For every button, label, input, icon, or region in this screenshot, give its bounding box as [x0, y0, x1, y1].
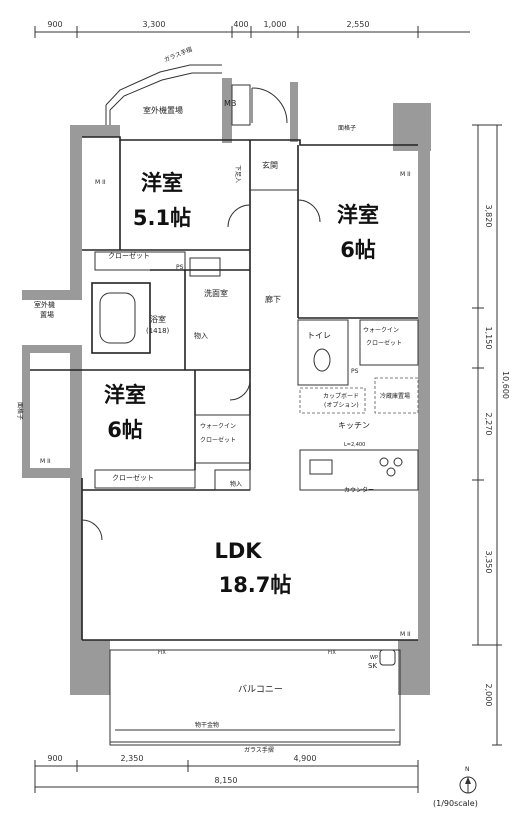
- label-cupboard-opt: (オプション): [324, 402, 359, 409]
- bottom-dimensions: 900 2,350 4,900 8,150: [34, 754, 419, 793]
- dim-right-1: 3,820: [484, 205, 493, 228]
- label-storage: 物入: [194, 331, 208, 340]
- label-outdoor-unit-left: 室外機: [34, 300, 55, 309]
- dim-right-2: 1,150: [484, 327, 493, 350]
- dim-right-3: 2,270: [484, 413, 493, 436]
- label-sk: SK: [368, 662, 377, 670]
- label-mb: MB: [224, 99, 236, 108]
- label-washroom: 洗面室: [204, 288, 228, 298]
- dim-bottom-2: 2,350: [121, 754, 144, 763]
- walls: [22, 78, 431, 695]
- label-walkin-1b: クローゼット: [200, 436, 236, 444]
- dim-right-5: 2,000: [484, 684, 493, 707]
- label-entrance: 玄関: [262, 160, 278, 170]
- label-mh-2: M II: [400, 171, 411, 178]
- label-corridor: 廊下: [265, 294, 281, 304]
- fixtures: [81, 199, 403, 666]
- label-bath-size: (1418): [146, 327, 170, 335]
- bedroom1-name: 洋室: [141, 171, 183, 195]
- label-kitchen: キッチン: [338, 421, 370, 430]
- ldk-name: LDK: [214, 539, 262, 563]
- label-cupboard: カップボード: [323, 392, 359, 400]
- dim-bottom-3: 4,900: [294, 754, 317, 763]
- bedroom2-name: 洋室: [337, 203, 379, 227]
- dim-right-4: 3,350: [484, 551, 493, 574]
- label-glass-rail-top: ガラス手摺: [163, 45, 194, 64]
- label-drying-hardware: 物干金物: [195, 721, 219, 729]
- interior-walls: [30, 136, 419, 746]
- label-face-lattice-top: 面格子: [338, 124, 356, 132]
- scale-label: (1/90scale): [433, 799, 478, 808]
- label-ps-2: PS: [351, 368, 359, 375]
- label-bath: 浴室: [150, 314, 166, 324]
- bedroom2-size: 6帖: [340, 238, 376, 262]
- label-toilet: トイレ: [307, 331, 331, 340]
- north-arrow: N: [459, 766, 477, 794]
- label-fix-2: FIX: [328, 650, 336, 656]
- label-outdoor-unit-left2: 置場: [40, 310, 54, 319]
- north-label: N: [465, 766, 470, 773]
- dim-top-1: 900: [47, 20, 62, 29]
- label-balcony: バルコニー: [238, 684, 283, 695]
- label-walkin-2b: クローゼット: [366, 339, 402, 347]
- label-storage-2: 物入: [230, 480, 242, 488]
- label-mh-3: M II: [40, 458, 51, 465]
- label-counter: カウンター: [344, 486, 374, 494]
- dim-top-3: 400: [233, 20, 248, 29]
- label-walkin-2a: ウォークイン: [363, 326, 399, 334]
- ldk-size: 18.7帖: [219, 573, 292, 597]
- label-closet-2: クローゼット: [112, 473, 154, 482]
- label-hall-storage: 下足入: [234, 165, 241, 183]
- right-dimensions: 3,820 1,150 2,270 3,350 2,000 10,600: [472, 124, 510, 746]
- label-glass-rail-bottom: ガラス手摺: [244, 746, 274, 754]
- dim-bottom-1: 900: [47, 754, 62, 763]
- label-mh-1: M II: [95, 179, 106, 186]
- label-walkin-1a: ウォークイン: [200, 422, 236, 430]
- dim-top-4: 1,000: [264, 20, 287, 29]
- label-l-dim: L=2,400: [344, 442, 365, 448]
- top-dimensions: 900 3,300 400 1,000 2,550: [34, 20, 470, 38]
- label-wp: WP: [370, 655, 378, 661]
- dim-top-2: 3,300: [143, 20, 166, 29]
- label-closet-1: クローゼット: [108, 251, 150, 260]
- bedroom3-name: 洋室: [104, 383, 146, 407]
- dim-bottom-total: 8,150: [215, 776, 238, 785]
- dim-top-5: 2,550: [347, 20, 370, 29]
- dim-right-total: 10,600: [501, 371, 510, 399]
- mb-area: MB: [224, 84, 288, 126]
- label-face-lattice-left: 面格子: [16, 402, 24, 420]
- label-ps-1: PS: [176, 264, 184, 271]
- bedroom1-size: 5.1帖: [133, 206, 191, 230]
- top-glass-balcony: ガラス手摺 室外機置場: [105, 45, 222, 125]
- label-mh-4: M II: [400, 631, 411, 638]
- bedroom3-size: 6帖: [107, 418, 143, 442]
- label-outdoor-unit-top: 室外機置場: [143, 105, 183, 115]
- label-fridge: 冷蔵庫置場: [380, 392, 410, 400]
- label-fix-1: FIX: [158, 650, 166, 656]
